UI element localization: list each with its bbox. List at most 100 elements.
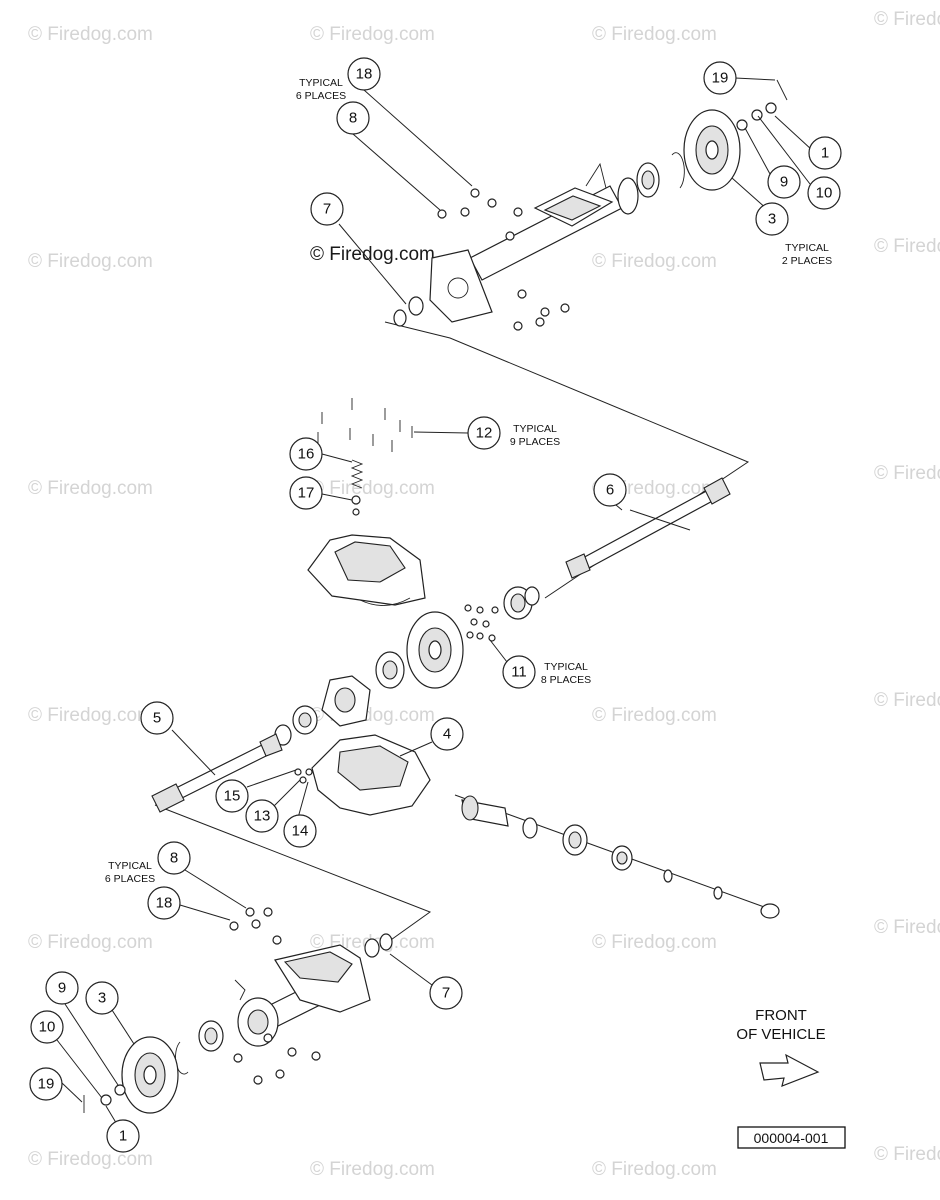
callout-label: 6 <box>606 482 614 499</box>
note-typical-2-line1: TYPICAL <box>785 242 829 254</box>
callout-label: 8 <box>170 850 178 867</box>
note-typical-6-bot-line2: 6 PLACES <box>105 873 155 885</box>
watermark: © Firedog.com <box>592 1159 717 1180</box>
watermark: © Firedog.com <box>874 463 940 484</box>
callout-label: 16 <box>298 446 315 463</box>
callout-label: 13 <box>254 808 271 825</box>
center-watermark: © Firedog.com <box>310 244 435 265</box>
callout-label: 12 <box>476 425 493 442</box>
callout-12: 12 <box>467 416 501 450</box>
watermark-layer: © Firedog.com © Firedog.com © Firedog.co… <box>28 9 940 1180</box>
callout-label: 3 <box>98 990 106 1007</box>
callout-11: 11 <box>502 655 536 689</box>
callout-label: 7 <box>323 201 331 218</box>
cover-bolts <box>317 398 413 452</box>
callout-16: 16 <box>289 437 323 471</box>
callout-label: 19 <box>38 1076 55 1093</box>
callout-label: 3 <box>768 211 776 228</box>
callouts: 18 8 7 19 1 9 10 3 12 16 17 6 11 5 4 15 … <box>29 57 842 1153</box>
callout-14: 14 <box>283 814 317 848</box>
assembly-lines <box>154 321 779 943</box>
callout-label: 8 <box>349 110 357 127</box>
note-typical-2-line2: 2 PLACES <box>782 255 832 267</box>
watermark: © Firedog.com <box>28 24 153 45</box>
callout-7-top: 7 <box>310 192 344 226</box>
callout-label: 5 <box>153 710 161 727</box>
callout-leaders <box>56 77 813 1127</box>
callout-5: 5 <box>140 701 174 735</box>
callout-19-bot: 19 <box>29 1067 63 1101</box>
diagram-code-box: 000004-001 <box>737 1126 846 1149</box>
callout-4: 4 <box>430 717 464 751</box>
diagram-code: 000004-001 <box>754 1130 829 1146</box>
callout-10-bot: 10 <box>30 1010 64 1044</box>
callout-1-top: 1 <box>808 136 842 170</box>
front-arrow-icon <box>759 1053 820 1087</box>
callout-label: 9 <box>58 980 66 997</box>
callout-3-bot: 3 <box>85 981 119 1015</box>
axle-shaft-left <box>151 733 283 813</box>
callout-9-top: 9 <box>767 165 801 199</box>
watermark: © Firedog.com <box>592 932 717 953</box>
note-typical-9-line2: 9 PLACES <box>510 436 560 448</box>
callout-label: 11 <box>511 664 527 681</box>
typical-notes: TYPICAL 6 PLACES TYPICAL 2 PLACES TYPICA… <box>105 77 832 885</box>
callout-label: 1 <box>821 145 829 162</box>
differential-cover <box>307 398 426 606</box>
callout-label: 4 <box>443 726 451 743</box>
watermark: © Firedog.com <box>592 705 717 726</box>
callout-label: 15 <box>224 788 241 805</box>
bottom-bolts <box>229 907 321 1085</box>
callout-10-top: 10 <box>807 176 841 210</box>
axle-shaft-right <box>565 477 731 579</box>
watermark: © Firedog.com <box>28 251 153 272</box>
watermark: © Firedog.com <box>310 24 435 45</box>
front-of-vehicle-indicator: FRONT OF VEHICLE <box>736 1007 826 1087</box>
top-bolts <box>437 188 570 331</box>
top-axle-tube-assembly <box>393 79 788 331</box>
callout-label: 10 <box>816 185 833 202</box>
note-typical-9-line1: TYPICAL <box>513 423 557 435</box>
callout-8-top: 8 <box>336 101 370 135</box>
watermark: © Firedog.com <box>874 690 940 711</box>
callout-label: 18 <box>356 66 373 83</box>
callout-label: 1 <box>119 1128 127 1145</box>
callout-9-bot: 9 <box>45 971 79 1005</box>
watermark: © Firedog.com <box>28 932 153 953</box>
front-label-line2: OF VEHICLE <box>736 1026 825 1043</box>
front-label-line1: FRONT <box>755 1007 807 1024</box>
callout-label: 19 <box>712 70 729 87</box>
note-typical-6-bot-line1: TYPICAL <box>108 860 152 872</box>
watermark: © Firedog.com <box>310 478 435 499</box>
callout-6: 6 <box>593 473 627 507</box>
watermark: © Firedog.com <box>874 9 940 30</box>
callout-19-top: 19 <box>703 61 737 95</box>
callout-3-top: 3 <box>755 202 789 236</box>
callout-17: 17 <box>289 476 323 510</box>
callout-7-bot: 7 <box>429 976 463 1010</box>
watermark: © Firedog.com <box>874 236 940 257</box>
callout-15: 15 <box>215 779 249 813</box>
watermark: © Firedog.com <box>592 251 717 272</box>
callout-8-bot: 8 <box>157 841 191 875</box>
differential-housing <box>294 734 431 816</box>
watermark: © Firedog.com <box>592 24 717 45</box>
watermark: © Firedog.com <box>310 1159 435 1180</box>
callout-label: 18 <box>156 895 173 912</box>
callout-18-bot: 18 <box>147 886 181 920</box>
bottom-axle-tube-assembly <box>83 907 393 1114</box>
callout-18-top: 18 <box>347 57 381 91</box>
watermark: © Firedog.com <box>874 1144 940 1165</box>
callout-13: 13 <box>245 799 279 833</box>
callout-label: 7 <box>442 985 450 1002</box>
callout-label: 9 <box>780 174 788 191</box>
watermark: © Firedog.com <box>28 705 153 726</box>
callout-label: 17 <box>298 485 315 502</box>
callout-label: 10 <box>39 1019 56 1036</box>
note-typical-6-top-line1: TYPICAL <box>299 77 343 89</box>
watermark: © Firedog.com <box>28 1149 153 1170</box>
watermark: © Firedog.com <box>28 478 153 499</box>
callout-label: 14 <box>292 823 309 840</box>
callout-1-bot: 1 <box>106 1119 140 1153</box>
